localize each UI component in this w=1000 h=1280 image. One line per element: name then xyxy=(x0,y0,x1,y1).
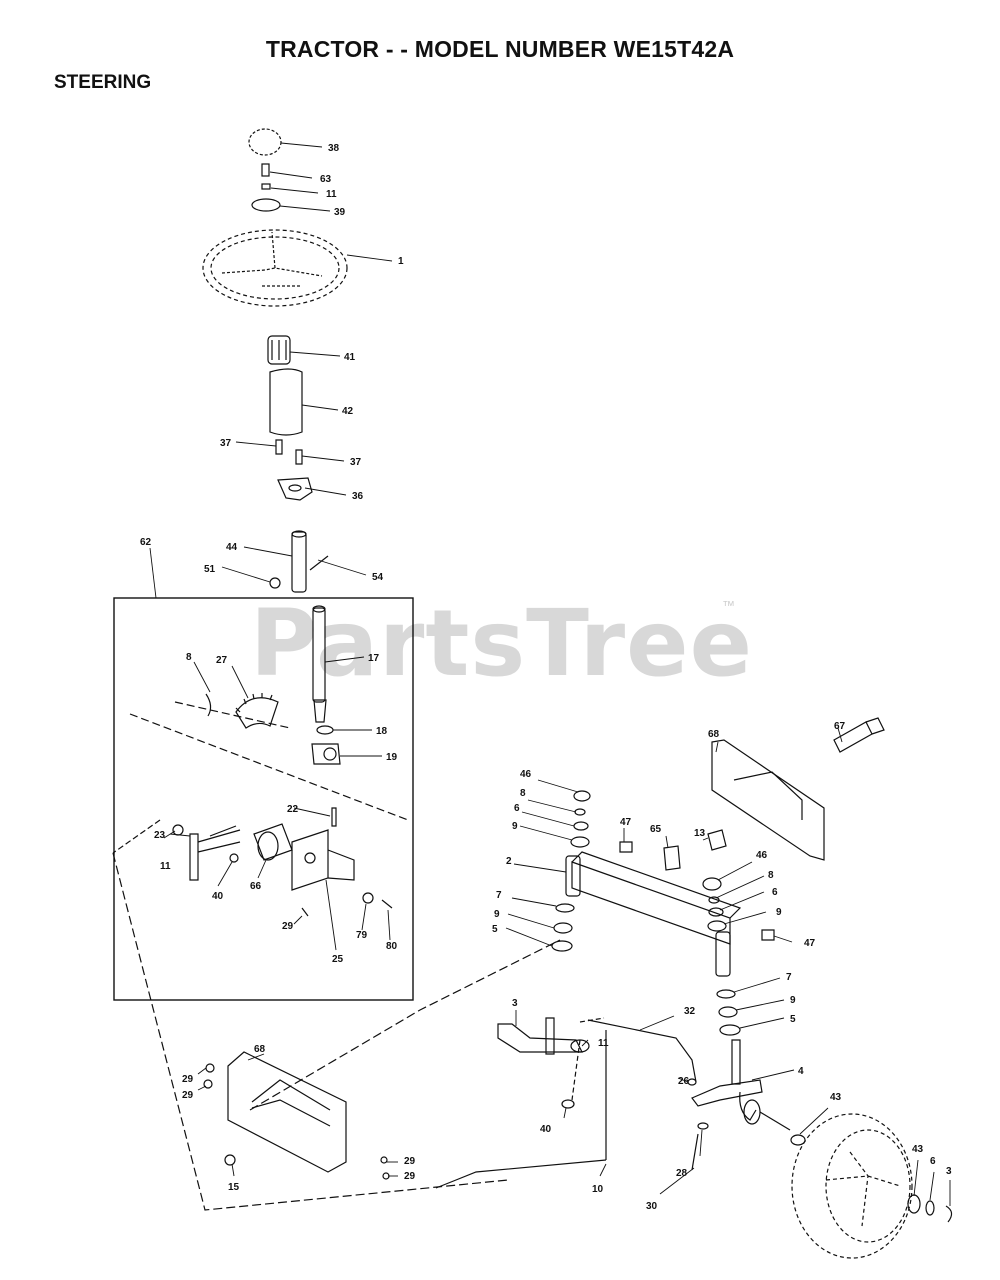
frame-bracket-right xyxy=(711,739,825,861)
adapter-part xyxy=(267,335,291,365)
front-axle-part xyxy=(571,861,731,945)
part-callout-30: 30 xyxy=(646,1201,658,1212)
part-callout-3: 3 xyxy=(512,998,518,1009)
part-callout-8: 8 xyxy=(520,788,526,799)
part-callout-6: 6 xyxy=(930,1156,936,1167)
part-callout-46: 46 xyxy=(756,850,768,861)
page-title: TRACTOR - - MODEL NUMBER WE15T42A xyxy=(265,36,735,62)
drag-link-part xyxy=(435,1159,607,1189)
part-callout-29: 29 xyxy=(404,1171,416,1182)
pivot-bracket-part xyxy=(189,833,199,881)
sector-gear-part xyxy=(235,697,279,729)
section-heading: STEERING xyxy=(54,72,152,93)
watermark-text: PartsTree xyxy=(250,590,753,697)
part-callout-8: 8 xyxy=(186,652,192,663)
part-callout-68: 68 xyxy=(254,1044,266,1055)
part-callout-17: 17 xyxy=(368,653,380,664)
part-callout-67: 67 xyxy=(834,721,846,732)
part-callout-42: 42 xyxy=(342,406,354,417)
bolt-part xyxy=(261,163,270,177)
part-callout-5: 5 xyxy=(790,1014,796,1025)
part-callout-47: 47 xyxy=(804,938,816,949)
part-callout-27: 27 xyxy=(216,655,228,666)
part-callout-29: 29 xyxy=(182,1074,194,1085)
part-callout-18: 18 xyxy=(376,726,388,737)
part-callout-10: 10 xyxy=(592,1184,604,1195)
part-callout-26: 26 xyxy=(678,1076,690,1087)
part-callout-40: 40 xyxy=(212,891,224,902)
part-callout-66: 66 xyxy=(250,881,262,892)
part-callout-15: 15 xyxy=(228,1182,240,1193)
steering-shaft-part xyxy=(291,531,307,593)
part-callout-19: 19 xyxy=(386,752,398,763)
bracket-part xyxy=(277,477,313,501)
part-callout-43: 43 xyxy=(912,1144,924,1155)
part-callout-2: 2 xyxy=(506,856,512,867)
part-callout-68: 68 xyxy=(708,729,720,740)
washer-part xyxy=(251,198,281,212)
part-callout-47: 47 xyxy=(620,817,632,828)
gear-shaft-part xyxy=(312,607,326,703)
part-callout-29: 29 xyxy=(182,1090,194,1101)
part-callout-9: 9 xyxy=(512,821,518,832)
part-callout-25: 25 xyxy=(332,954,344,965)
part-callout-7: 7 xyxy=(496,890,502,901)
part-callout-6: 6 xyxy=(772,887,778,898)
part-callout-80: 80 xyxy=(386,941,398,952)
part-callout-79: 79 xyxy=(356,930,368,941)
part-callout-40: 40 xyxy=(540,1124,552,1135)
part-callout-6: 6 xyxy=(514,803,520,814)
knob-part xyxy=(248,128,282,156)
support-bracket-part xyxy=(291,829,329,891)
part-callout-11: 11 xyxy=(326,189,337,200)
part-callout-4: 4 xyxy=(798,1066,804,1077)
nut-part xyxy=(261,183,271,190)
front-wheel-part xyxy=(791,1113,913,1259)
part-callout-5: 5 xyxy=(492,924,498,935)
part-callout-8: 8 xyxy=(768,870,774,881)
trademark-symbol: ™ xyxy=(722,598,735,613)
part-callout-3: 3 xyxy=(946,1166,952,1177)
part-callout-54: 54 xyxy=(372,572,384,583)
part-callout-51: 51 xyxy=(204,564,216,575)
part-callout-23: 23 xyxy=(154,830,166,841)
steering-wheel-part xyxy=(202,229,348,307)
spindle-right-part xyxy=(731,1039,741,1085)
part-callout-7: 7 xyxy=(786,972,792,983)
part-callout-1: 1 xyxy=(398,256,404,267)
tie-rod-part xyxy=(587,1019,697,1083)
part-callout-36: 36 xyxy=(352,491,364,502)
part-callout-29: 29 xyxy=(404,1156,416,1167)
kit-box-62 xyxy=(113,597,414,1001)
part-callout-46: 46 xyxy=(520,769,532,780)
part-callout-22: 22 xyxy=(287,804,299,815)
part-callout-11: 11 xyxy=(598,1038,609,1049)
part-callout-13: 13 xyxy=(694,828,706,839)
column-cover-part xyxy=(269,368,303,436)
part-callout-41: 41 xyxy=(344,352,356,363)
part-callout-62: 62 xyxy=(140,537,152,548)
part-callout-32: 32 xyxy=(684,1006,696,1017)
part-callout-29: 29 xyxy=(282,921,294,932)
part-callout-63: 63 xyxy=(320,174,332,185)
part-callout-9: 9 xyxy=(776,907,782,918)
part-callout-43: 43 xyxy=(830,1092,842,1103)
part-callout-38: 38 xyxy=(328,143,340,154)
part-callout-11: 11 xyxy=(160,861,171,872)
part-callout-9: 9 xyxy=(494,909,500,920)
part-callout-28: 28 xyxy=(676,1168,688,1179)
part-callout-9: 9 xyxy=(790,995,796,1006)
spindle-left-part xyxy=(545,1017,555,1055)
part-callout-44: 44 xyxy=(226,542,238,553)
part-callout-65: 65 xyxy=(650,824,662,835)
part-callout-39: 39 xyxy=(334,207,346,218)
frame-bracket-left xyxy=(227,1051,347,1173)
part-callout-37: 37 xyxy=(220,438,232,449)
part-callout-37: 37 xyxy=(350,457,362,468)
